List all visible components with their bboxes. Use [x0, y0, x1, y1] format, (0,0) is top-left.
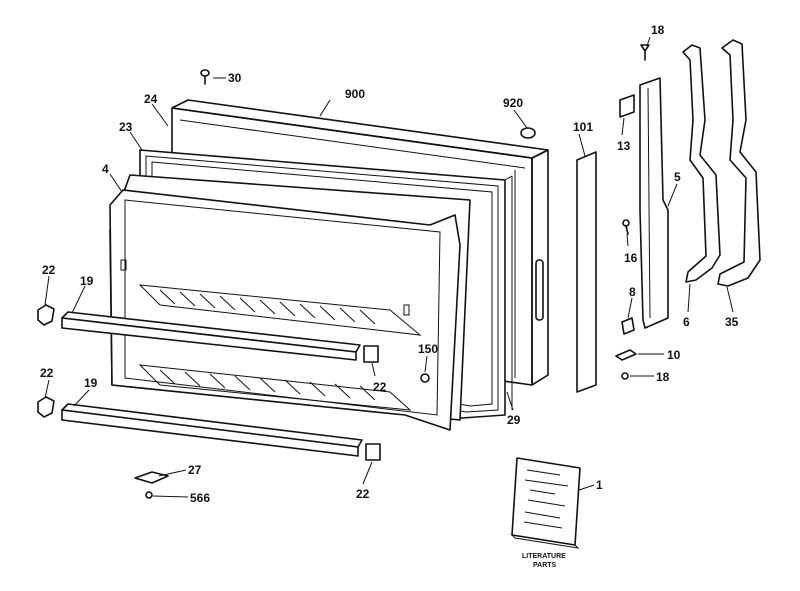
shelf-rail-upper	[61, 311, 361, 361]
label-22-upper-right: 22	[373, 380, 387, 394]
breaker-strip	[576, 151, 597, 393]
handle-35	[717, 39, 761, 287]
bracket-27	[134, 471, 169, 484]
literature-label-line2: PARTS	[533, 562, 557, 569]
label-101: 101	[573, 120, 593, 134]
label-23: 23	[119, 120, 133, 134]
plug-920	[520, 127, 536, 139]
label-8: 8	[629, 285, 636, 299]
cover-13	[619, 94, 635, 118]
rail-end-cap-right-lower	[365, 443, 381, 461]
label-1: 1	[596, 478, 603, 492]
label-30: 30	[228, 71, 242, 85]
screw-30	[200, 69, 210, 85]
cap-150	[420, 373, 430, 383]
label-4: 4	[102, 162, 109, 176]
literature-label-line1: LITERATURE	[522, 553, 566, 560]
door-liner	[109, 174, 471, 431]
rail-end-cap-right-upper	[363, 345, 379, 363]
screw-566	[145, 491, 153, 499]
spacer-8	[621, 317, 635, 335]
screw-16	[622, 219, 630, 235]
pin-18-bottom	[621, 372, 629, 380]
literature-booklet	[510, 457, 581, 549]
label-920: 920	[503, 96, 523, 110]
hinge-10	[615, 349, 637, 361]
label-13: 13	[617, 139, 631, 153]
label-566: 566	[190, 491, 210, 505]
label-18-top: 18	[651, 23, 665, 37]
label-22-lower-left: 22	[40, 366, 54, 380]
handle-6	[682, 44, 721, 283]
label-27: 27	[188, 463, 202, 477]
callout-labels: 18 30 900 920 24 23 4 101 13 5 16 22 19 …	[40, 23, 739, 569]
leader-lines	[44, 36, 734, 498]
label-900: 900	[345, 87, 365, 101]
label-6: 6	[683, 315, 690, 329]
hinge-pin-18-top	[640, 44, 650, 61]
label-19-lower: 19	[84, 376, 98, 390]
label-22-lower-right: 22	[356, 487, 370, 501]
rail-end-cap-left-upper	[37, 304, 55, 326]
label-18-bottom: 18	[656, 370, 670, 384]
label-35: 35	[725, 315, 739, 329]
label-10: 10	[667, 348, 681, 362]
label-5: 5	[674, 170, 681, 184]
shelf-rail-lower	[61, 403, 363, 457]
label-19-upper: 19	[80, 274, 94, 288]
label-24: 24	[144, 92, 158, 106]
hinge-bracket	[639, 77, 669, 329]
label-29: 29	[507, 413, 521, 427]
label-150: 150	[418, 342, 438, 356]
rail-end-cap-left-lower	[37, 396, 55, 418]
label-16: 16	[624, 251, 638, 265]
label-22-upper-left: 22	[42, 263, 56, 277]
